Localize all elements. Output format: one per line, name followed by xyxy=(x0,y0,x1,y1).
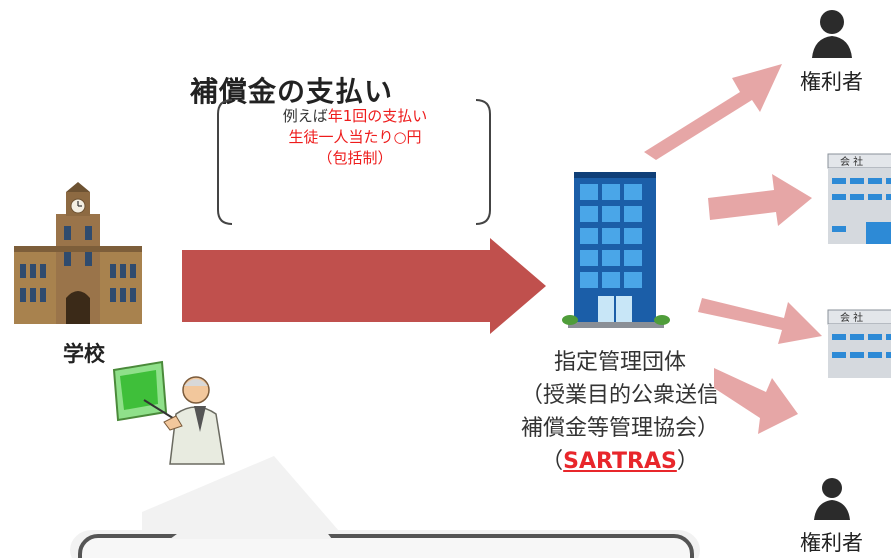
school-building-icon xyxy=(14,182,142,324)
org-line4: （SARTRAS） xyxy=(450,445,790,478)
company-sign-2: 会 社 xyxy=(840,311,863,324)
distribution-arrow-3 xyxy=(698,298,822,344)
payment-arrow xyxy=(182,238,546,334)
note-line1-highlight: 年1回の支払い xyxy=(327,107,428,125)
organization-building-icon xyxy=(562,172,670,328)
company-sign-1: 会 社 xyxy=(840,155,863,168)
note-line3: （包括制） xyxy=(317,149,393,167)
organization-label: 指定管理団体 （授業目的公衆送信 補償金等管理協会） （SARTRAS） xyxy=(450,346,790,478)
rights-holder-icon-bottom xyxy=(814,478,850,520)
company-building-icon-1: 会 社 xyxy=(827,153,891,244)
rights-holder-label-bottom: 権利者 xyxy=(800,531,863,555)
distribution-arrow-4 xyxy=(714,368,798,434)
rights-holder-label-top: 権利者 xyxy=(800,70,863,94)
sartras-link[interactable]: SARTRAS xyxy=(563,449,677,474)
company-building-icon-2: 会 社 xyxy=(827,309,891,378)
note-line2: 生徒一人当たり○円 xyxy=(288,128,422,146)
distribution-arrow-2 xyxy=(708,174,812,226)
org-paren-close: ） xyxy=(676,449,699,474)
note-line1-prefix: 例えば xyxy=(282,107,328,125)
payment-example-note: 例えば年1回の支払い 生徒一人当たり○円 （包括制） xyxy=(230,106,480,169)
rights-holder-icon-top xyxy=(812,10,852,58)
school-label: 学校 xyxy=(63,342,105,366)
note-brackets xyxy=(217,99,491,225)
org-line3: 補償金等管理協会） xyxy=(520,416,719,441)
speech-bubble xyxy=(70,456,700,558)
teacher-icon xyxy=(112,360,225,465)
org-line1: 指定管理団体 xyxy=(553,350,686,375)
distribution-arrow-1 xyxy=(644,64,782,160)
org-line2: （授業目的公衆送信 xyxy=(520,383,719,408)
org-paren-open: （ xyxy=(541,449,564,474)
